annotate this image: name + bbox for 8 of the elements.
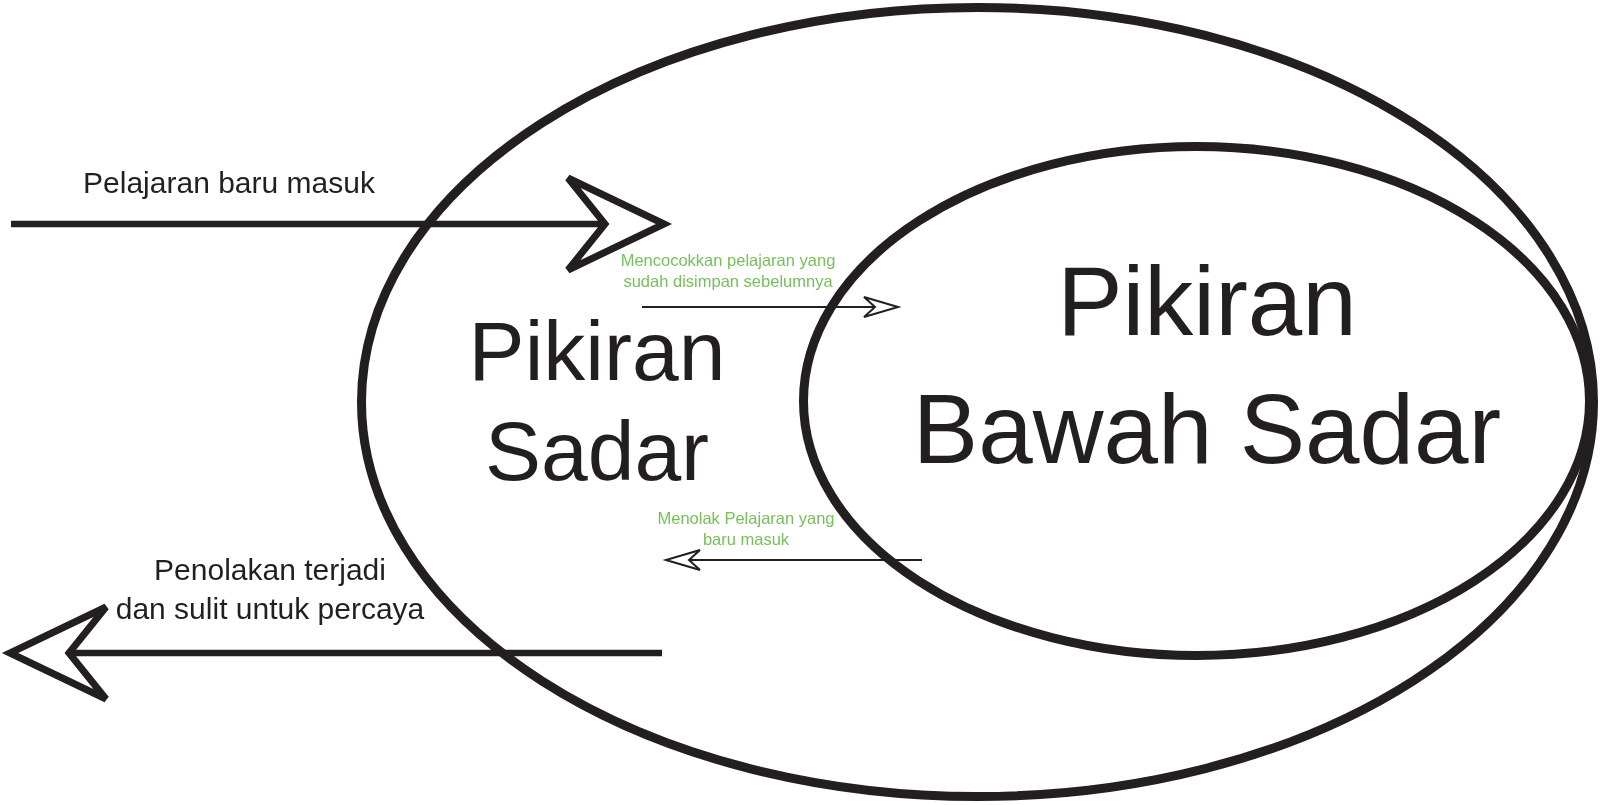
node-title: Pikiran Bawah Sadar bbox=[912, 245, 1502, 486]
edge-label: Pelajaran baru masuk bbox=[83, 165, 375, 200]
node-title: Pikiran Sadar bbox=[468, 303, 726, 500]
edge-label: Mencocokkan pelajaran yang sudah disimpan sebelumnya bbox=[620, 250, 836, 292]
arrow bbox=[665, 549, 923, 571]
arrow bbox=[641, 296, 899, 318]
edge-label: Penolakan terjadi dan sulit untuk percaya bbox=[115, 552, 425, 627]
edge-label: Menolak Pelajaran yang baru masuk bbox=[657, 508, 835, 550]
